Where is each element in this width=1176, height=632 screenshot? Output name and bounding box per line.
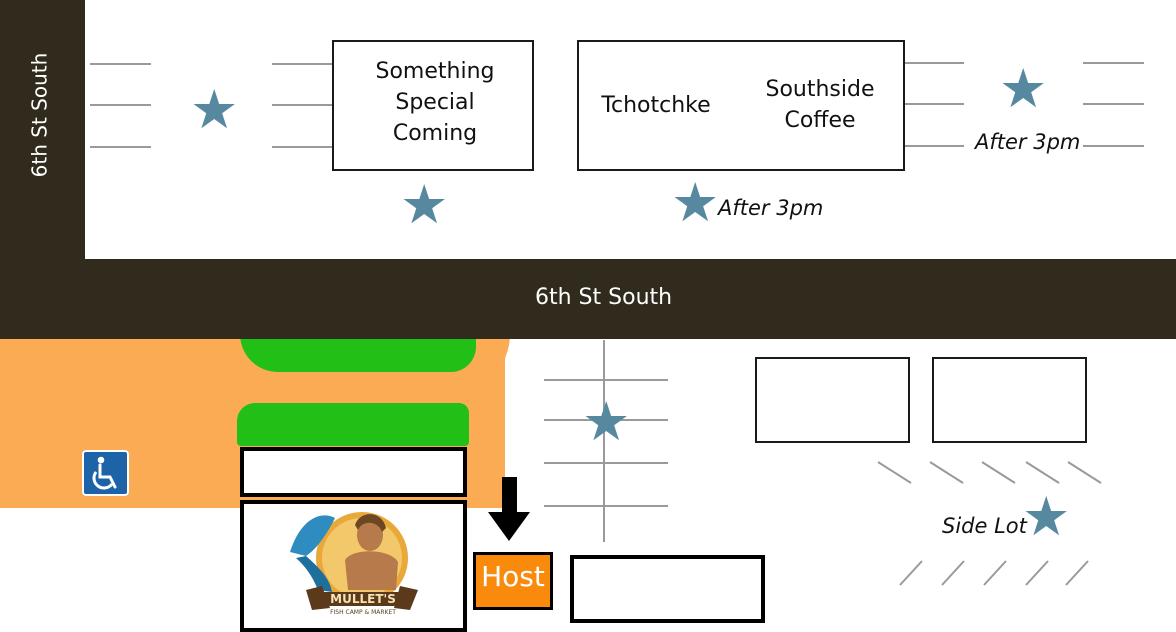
green-area-top [240,334,476,372]
star-icon[interactable]: ★ [1022,485,1071,548]
host-stand[interactable] [473,552,553,610]
street-label-horizontal: 6th St South [535,285,673,310]
green-area-bottom [237,403,469,446]
road-vertical [0,0,85,339]
note-after-3pm-center: After 3pm [718,196,824,220]
building-tchotchke-southside[interactable] [577,40,905,171]
wheelchair-icon [82,450,129,496]
label-tchotchke: Tchotchke [601,93,711,118]
center-parking-lines [544,340,668,542]
side-lot-diagonal-lines [877,461,1102,586]
building-small-bottom [570,555,765,623]
building-something-special[interactable] [332,40,534,171]
top-left-parking-lines [90,63,333,148]
building-mullets[interactable] [240,500,467,632]
star-icon[interactable]: ★ [999,57,1048,120]
host-label: Host [481,560,545,593]
lot-box-2 [932,357,1087,443]
label-southside-coffee: Southside Coffee [765,77,875,133]
star-icon[interactable]: ★ [400,173,449,236]
note-after-3pm-right: After 3pm [975,130,1081,154]
label-something-special: Something Special Coming [375,59,495,146]
top-right-parking-lines [904,62,1144,147]
note-side-lot: Side Lot [942,514,1027,538]
star-icon[interactable]: ★ [190,78,239,141]
lot-box-1 [755,357,910,443]
road-horizontal [0,259,1176,339]
star-icon[interactable]: ★ [582,390,631,453]
building-annex [240,447,467,497]
star-icon[interactable]: ★ [671,171,720,234]
